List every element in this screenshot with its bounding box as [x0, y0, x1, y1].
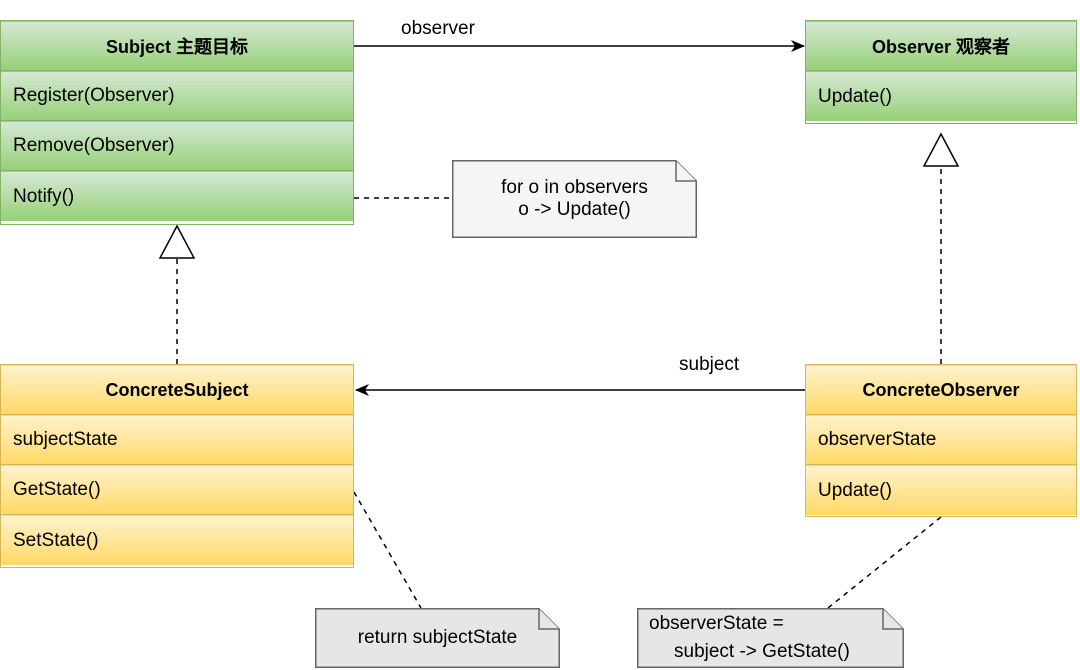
- update-note-shape: [637, 608, 904, 668]
- concrete-observer-method-update: Update(): [806, 465, 1076, 515]
- concrete-subject-class-title: ConcreteSubject: [1, 365, 353, 415]
- getstate-note-link: [353, 491, 422, 609]
- observer-class-title: Observer 观察者: [806, 21, 1076, 71]
- subject-method-register: Register(Observer): [1, 71, 353, 121]
- concrete-observer-class[interactable]: ConcreteObserver observerState Update(): [805, 364, 1077, 517]
- subject-realization-triangle: [158, 224, 196, 259]
- notify-note-line-1: for o in observers: [501, 177, 648, 198]
- concrete-observer-class-title: ConcreteObserver: [806, 365, 1076, 415]
- update-note-line-1: observerState =: [649, 613, 784, 634]
- concrete-subject-method-setstate: SetState(): [1, 515, 353, 565]
- subject-class[interactable]: Subject 主题目标 Register(Observer) Remove(O…: [0, 20, 354, 225]
- notify-note-shape: [452, 160, 697, 238]
- notify-note-line-2: o -> Update(): [518, 199, 631, 220]
- observer-class[interactable]: Observer 观察者 Update(): [805, 20, 1077, 124]
- update-note-link: [827, 516, 942, 609]
- getstate-note-line-1: return subjectState: [357, 627, 518, 648]
- subject-class-title: Subject 主题目标: [1, 21, 353, 71]
- concrete-subject-class[interactable]: ConcreteSubject subjectState GetState() …: [0, 364, 354, 568]
- update-note[interactable]: observerState = subject -> GetState(): [637, 608, 904, 668]
- getstate-note-shape: [315, 608, 560, 668]
- concrete-subject-member-state: subjectState: [1, 415, 353, 465]
- subject-association-label: subject: [679, 354, 740, 375]
- update-note-line-2: subject -> GetState(): [674, 641, 850, 662]
- concrete-subject-method-getstate: GetState(): [1, 465, 353, 515]
- observer-association-label: observer: [401, 18, 475, 39]
- subject-method-remove: Remove(Observer): [1, 121, 353, 171]
- notify-note[interactable]: for o in observers o -> Update(): [452, 160, 697, 238]
- observer-realization-triangle: [922, 132, 960, 167]
- observer-method-update: Update(): [806, 71, 1076, 121]
- getstate-note[interactable]: return subjectState: [315, 608, 560, 668]
- concrete-observer-member-state: observerState: [806, 415, 1076, 465]
- subject-method-notify: Notify(): [1, 171, 353, 221]
